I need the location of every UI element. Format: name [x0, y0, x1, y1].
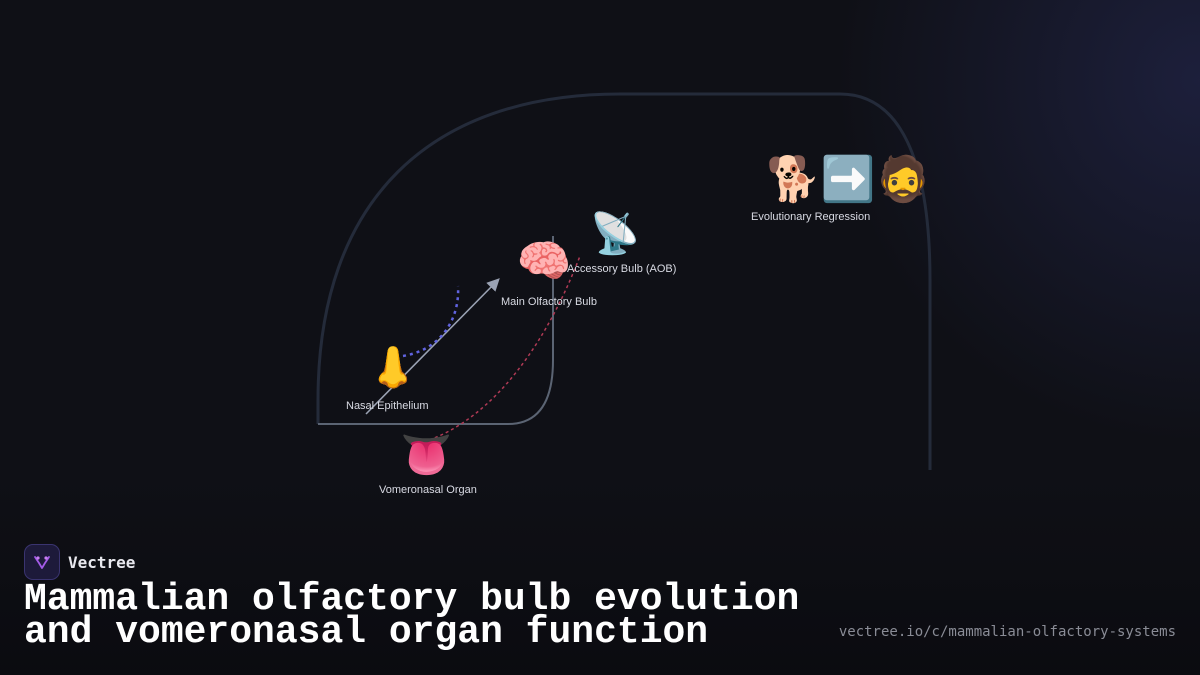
red-dotted-path	[411, 255, 581, 446]
accessory-bulb-label: Accessory Bulb (AOB)	[567, 263, 677, 275]
nasal-to-bulb-arrow	[365, 278, 500, 415]
tongue-icon: 👅	[400, 430, 453, 479]
brand-name: Vectree	[68, 552, 136, 572]
inner-frame-path	[318, 236, 554, 425]
brand: Vectree	[24, 544, 135, 580]
source-url[interactable]: vectree.io/c/mammalian-olfactory-systems	[838, 624, 1176, 640]
evolutionary-regression-label: Evolutionary Regression	[751, 211, 871, 223]
brain-icon: 🧠	[516, 236, 572, 287]
nose-icon: 👃	[368, 345, 418, 391]
nasal-epithelium-label: Nasal Epithelium	[346, 400, 429, 412]
main-olfactory-bulb-label: Main Olfactory Bulb	[501, 296, 597, 308]
title-line-2: and vomeronasal organ function	[24, 611, 709, 654]
vomeronasal-organ-label: Vomeronasal Organ	[379, 484, 477, 496]
title-line-1: Mammalian olfactory bulb evolution	[24, 578, 800, 621]
vectree-logo-icon	[24, 544, 60, 580]
dog-arrow-man-icon: 🐕➡️🧔	[766, 154, 931, 205]
satellite-dish-icon: 📡	[590, 211, 640, 257]
outer-frame-path	[316, 92, 932, 470]
page-title: Mammalian olfactory bulb evolution and v…	[24, 581, 799, 652]
blue-dotted-path	[402, 285, 460, 358]
